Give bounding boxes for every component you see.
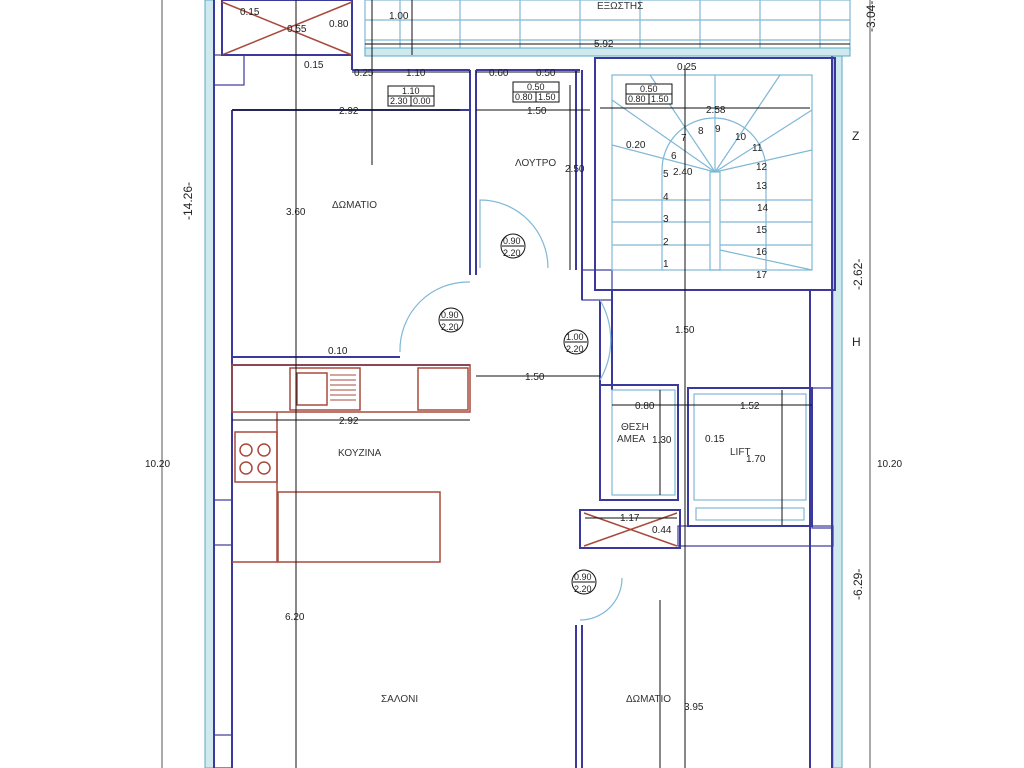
- svg-text:5: 5: [663, 169, 669, 180]
- dimension-lines: [161, 0, 871, 768]
- dim-label: 10.20: [145, 459, 170, 470]
- svg-text:1.50: 1.50: [538, 92, 556, 102]
- dim-label: 0.15: [240, 7, 260, 18]
- door-tag: 0.90 2.20: [500, 233, 526, 259]
- dim-label: 2.92: [339, 106, 359, 117]
- window-tag: 0.50 0.80 1.50: [625, 83, 673, 105]
- svg-text:1.10: 1.10: [402, 86, 420, 96]
- svg-text:10: 10: [735, 132, 747, 143]
- balcony: [364, 0, 851, 57]
- svg-text:8: 8: [698, 126, 704, 137]
- svg-text:0.00: 0.00: [413, 96, 431, 106]
- dim-label: 1.00: [389, 11, 409, 22]
- dim-label: -14.26-: [181, 182, 195, 220]
- dim-label: 0.60: [489, 68, 509, 79]
- dim-label: 3.60: [286, 207, 306, 218]
- room-label-bedroom-bottom: ΔΩΜΑΤΙΟ: [626, 694, 671, 705]
- dim-label: 2.40: [673, 167, 693, 178]
- dim-label: 0.44: [652, 525, 672, 536]
- dim-label: 10.20: [877, 459, 902, 470]
- svg-text:9: 9: [715, 124, 721, 135]
- dim-label: 0.10: [328, 346, 348, 357]
- dim-label: 1.70: [746, 454, 766, 465]
- svg-text:3: 3: [663, 214, 669, 225]
- dim-label: 1.50: [675, 325, 695, 336]
- svg-text:4: 4: [663, 192, 669, 203]
- dim-label: 0.55: [287, 24, 307, 35]
- room-label-lift: LIFT: [730, 447, 751, 458]
- svg-text:16: 16: [756, 247, 768, 258]
- svg-text:11: 11: [752, 143, 763, 154]
- door-tag: 0.90 2.20: [438, 307, 464, 333]
- room-label-living: ΣΑΛΟΝΙ: [381, 694, 418, 705]
- dim-label: 5.92: [594, 39, 614, 50]
- svg-text:2.20: 2.20: [503, 248, 521, 258]
- dimension-labels: 0.15 0.55 0.80 1.00 5.92 0.15 0.25 1.10 …: [145, 1, 902, 713]
- stair-step-numbers: 1 2 3 4 5 6 7 8 9 10 11 12 13 14 15 16 1…: [663, 124, 769, 281]
- svg-text:0.80: 0.80: [515, 92, 533, 102]
- room-label-bathroom: ΛΟΥΤΡΟ: [515, 158, 556, 169]
- svg-text:0.50: 0.50: [640, 84, 658, 94]
- dim-label: 0.25: [677, 62, 697, 73]
- svg-text:2.30: 2.30: [390, 96, 408, 106]
- section-marker-z: Z: [852, 129, 859, 143]
- svg-text:2.20: 2.20: [566, 344, 584, 354]
- section-marker-h: H: [852, 335, 861, 349]
- dim-label: 0.20: [626, 140, 646, 151]
- outer-wall-left: [204, 0, 215, 768]
- svg-text:1.00: 1.00: [566, 332, 584, 342]
- dim-label: -2.62-: [851, 259, 865, 290]
- svg-text:0.50: 0.50: [527, 82, 545, 92]
- svg-text:2.20: 2.20: [441, 322, 459, 332]
- dim-label: 3.95: [684, 702, 704, 713]
- dim-label: 2.58: [706, 105, 726, 116]
- dim-label: 1.10: [406, 68, 426, 79]
- svg-text:0.80: 0.80: [628, 94, 646, 104]
- svg-text:6: 6: [671, 151, 677, 162]
- dim-label: 6.20: [285, 612, 305, 623]
- svg-text:13: 13: [756, 181, 768, 192]
- door-tag: 0.90 2.20: [571, 569, 597, 595]
- window-tag: 0.50 0.80 1.50: [512, 81, 560, 103]
- dim-label: 1.50: [525, 372, 545, 383]
- dim-label: 0.25: [354, 68, 374, 79]
- svg-text:7: 7: [681, 133, 687, 144]
- svg-text:0.90: 0.90: [503, 236, 521, 246]
- dim-label: 0.15: [705, 434, 725, 445]
- shaft-top-left: [213, 0, 353, 86]
- room-label-disabled-2: ΑΜΕΑ: [617, 434, 646, 445]
- dim-label: 1.17: [620, 513, 640, 524]
- svg-text:1: 1: [663, 259, 669, 270]
- svg-text:0.90: 0.90: [574, 572, 592, 582]
- svg-text:14: 14: [757, 203, 769, 214]
- dim-label: 1.52: [740, 401, 760, 412]
- dim-label: -3.04-: [864, 1, 878, 32]
- window-tag: 1.10 2.30 0.00: [387, 85, 435, 107]
- dim-label: -6.29-: [851, 569, 865, 600]
- svg-text:12: 12: [756, 162, 768, 173]
- svg-text:15: 15: [756, 225, 768, 236]
- svg-text:2.20: 2.20: [574, 584, 592, 594]
- svg-text:1.50: 1.50: [651, 94, 669, 104]
- room-label-bedroom-top: ΔΩΜΑΤΙΟ: [332, 200, 377, 211]
- door-tag: 1.00 2.20: [563, 329, 589, 355]
- dim-label: 0.80: [329, 19, 349, 30]
- svg-text:17: 17: [756, 270, 768, 281]
- room-label-disabled-1: ΘΕΣΗ: [621, 422, 649, 433]
- dim-label: 0.50: [536, 68, 556, 79]
- dim-label: 2.50: [565, 164, 585, 175]
- svg-text:0.90: 0.90: [441, 310, 459, 320]
- dim-label: 0.80: [635, 401, 655, 412]
- room-label-balcony: ΕΞΩΣΤΗΣ: [597, 1, 643, 12]
- dim-label: 2.92: [339, 416, 359, 427]
- room-label-kitchen: ΚΟΥΖΙΝΑ: [338, 448, 382, 459]
- dim-label: 1.50: [527, 106, 547, 117]
- dim-label: 0.15: [304, 60, 324, 71]
- staircase: [594, 57, 836, 291]
- svg-text:2: 2: [663, 237, 669, 248]
- dim-label: 1.30: [652, 435, 672, 446]
- kitchen-fixtures: [213, 364, 471, 563]
